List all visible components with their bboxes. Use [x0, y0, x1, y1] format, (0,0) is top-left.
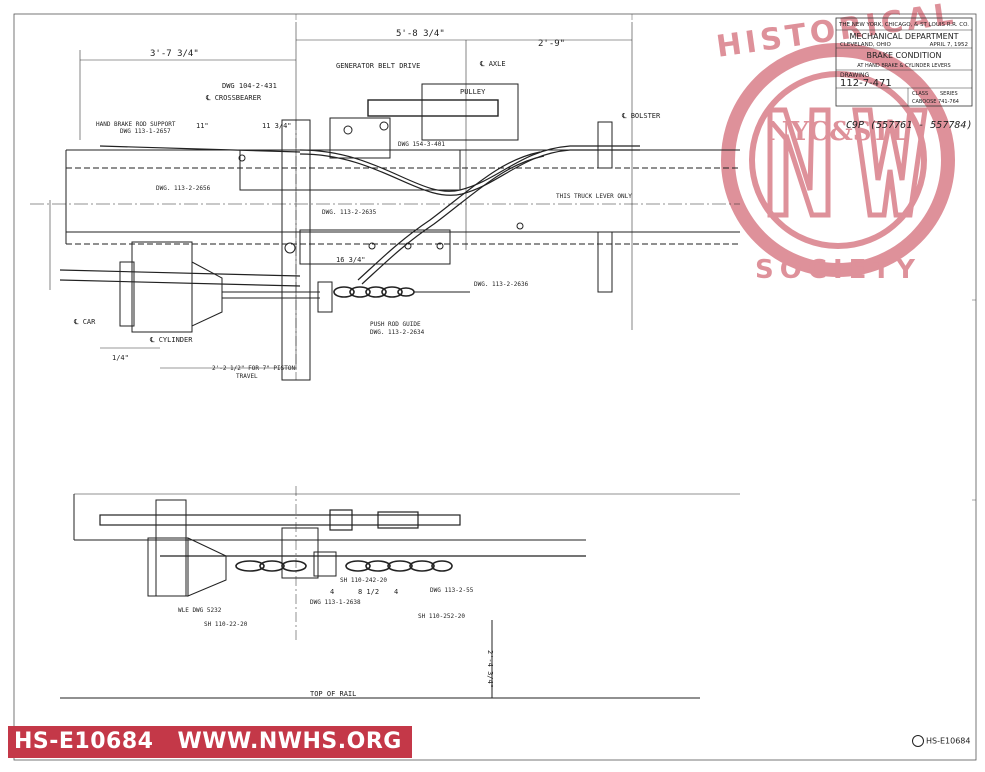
label-truck-lever: THIS TRUCK LEVER ONLY	[556, 193, 632, 200]
upper-brake-cylinder	[119, 241, 320, 333]
dim-5-8: 5'-8 3/4"	[396, 29, 445, 39]
label-dwg-113-1-2638: DWG 113-1-2638	[310, 599, 361, 606]
title-department: MECHANICAL DEPARTMENT	[849, 32, 958, 41]
corner-id-text: HS-E10684	[926, 736, 971, 746]
dim-2-9: 2'-9"	[538, 39, 565, 49]
lower-chain	[235, 560, 453, 572]
push-rod-guide	[317, 281, 333, 313]
dim-11: 11"	[196, 122, 209, 130]
title-class-series: CABOOSE 741-764	[912, 99, 959, 105]
generator-pulley	[329, 83, 519, 159]
brake-levers	[238, 149, 524, 265]
lower-view-frame	[60, 486, 740, 699]
label-push-rod-guide: PUSH ROD GUIDE	[370, 321, 421, 328]
lower-brake-cylinder	[147, 499, 337, 597]
title-date: APRIL 7, 1952	[930, 42, 968, 48]
label-piston-travel-2: TRAVEL	[236, 373, 258, 380]
title-block: THE NEW YORK, CHICAGO, & ST LOUIS R.R. C…	[835, 17, 973, 107]
dim-16-3-4: 16 3/4"	[336, 256, 366, 264]
upper-view-labels: 3'-7 3/4" 5'-8 3/4" 2'-9" GENERATOR BELT…	[73, 29, 661, 380]
label-cylinder-centerline: ℄ CYLINDER	[149, 336, 193, 344]
dim-height: 2'-4 3/4"	[486, 650, 494, 688]
lower-view-labels: WLE DWG 5232 SH 110-22-20 SH 110-242-20 …	[178, 577, 494, 698]
title-series-label: SERIES	[940, 91, 958, 97]
label-dwg-113-2-55: DWG 113-2-55	[430, 587, 474, 594]
title-drawing-label: DRAWING	[840, 72, 870, 79]
label-dwg-113-1-2657: DWG 113-1-2657	[120, 128, 171, 135]
crossbearer	[281, 119, 311, 381]
title-drawing-title: BRAKE CONDITION	[867, 51, 942, 60]
title-drawing-subtitle: AT HAND BRAKE & CYLINDER LEVERS	[857, 63, 950, 69]
label-sh-110-242: SH 110-242-20	[340, 577, 387, 584]
label-sh-110-22: SH 110-22-20	[204, 621, 248, 628]
label-dwg-154: DWG 154-3-401	[398, 141, 445, 148]
label-sh-110-252: SH 110-252-20	[418, 613, 465, 620]
corner-stamp: HS-E10684	[912, 735, 970, 747]
dim-1-4: 1/4"	[112, 354, 129, 362]
border-ticks	[295, 14, 976, 501]
label-dwg-113-2-2636: DWG. 113-2-2636	[474, 281, 529, 288]
label-bolster: ℄ BOLSTER	[621, 112, 661, 120]
hand-brake-rods	[59, 145, 640, 287]
sheet-border	[13, 13, 977, 761]
footer-id-text: HS-E10684	[14, 729, 154, 754]
lower-rods	[99, 509, 586, 557]
label-crossbearer: ℄ CROSSBEARER	[205, 94, 262, 102]
nwhs-watermark: NYC&STL HISTORICAL SOCIETY	[714, 0, 959, 285]
car-numbers-note: C9P (557761 - 557784)	[846, 120, 972, 131]
label-dwg-113-2-2634: DWG. 113-2-2634	[370, 329, 425, 336]
label-car-centerline: ℄ CAR	[73, 318, 96, 326]
label-dwg-113-2-2635: DWG. 113-2-2635	[322, 209, 377, 216]
watermark-monogram-n	[767, 107, 831, 218]
watermark-outer-ring	[721, 43, 955, 277]
nwhs-logo-icon	[912, 735, 924, 747]
watermark-inner-ring	[749, 71, 927, 249]
watermark-monogram-text: NYC&STL	[767, 117, 909, 147]
title-class-label: CLASS	[912, 91, 928, 97]
label-dwg-104: DWG 104-2-431	[222, 82, 277, 90]
label-top-of-rail: TOP OF RAIL	[310, 690, 356, 698]
dim-3-7: 3'-7 3/4"	[150, 49, 199, 59]
dim-4: 4	[330, 588, 334, 596]
footer-url-link[interactable]: WWW.NWHS.ORG	[177, 729, 402, 754]
label-pulley: PULLEY	[460, 88, 486, 96]
label-hand-brake-support: HAND BRAKE ROD SUPPORT	[96, 121, 176, 128]
title-drawing-number: 112-7-471	[840, 78, 892, 89]
watermark-arc-bottom: SOCIETY	[755, 255, 921, 285]
upper-chain	[333, 286, 470, 298]
label-dwg-113-2-2656: DWG. 113-2-2656	[156, 185, 211, 192]
footer-banner: HS-E10684 WWW.NWHS.ORG	[8, 726, 412, 758]
dim-8-1-2: 8 1/2	[358, 588, 379, 596]
title-railroad: THE NEW YORK, CHICAGO, & ST LOUIS R.R. C…	[838, 22, 969, 28]
label-axle: ℄ AXLE	[479, 60, 506, 68]
label-piston-travel-1: 2'-2 1/2" FOR 7" PISTON	[212, 365, 295, 372]
bolster	[597, 121, 613, 293]
dim-11-3-4: 11 3/4"	[262, 122, 292, 130]
label-wle-dwg: WLE DWG 5232	[178, 607, 222, 614]
title-location: CLEVELAND, OHIO	[840, 42, 892, 48]
label-generator-belt-drive: GENERATOR BELT DRIVE	[336, 62, 420, 70]
upper-dimension-lines	[49, 22, 633, 370]
dim-4b: 4	[394, 588, 398, 596]
watermark-monogram-w	[852, 107, 928, 218]
